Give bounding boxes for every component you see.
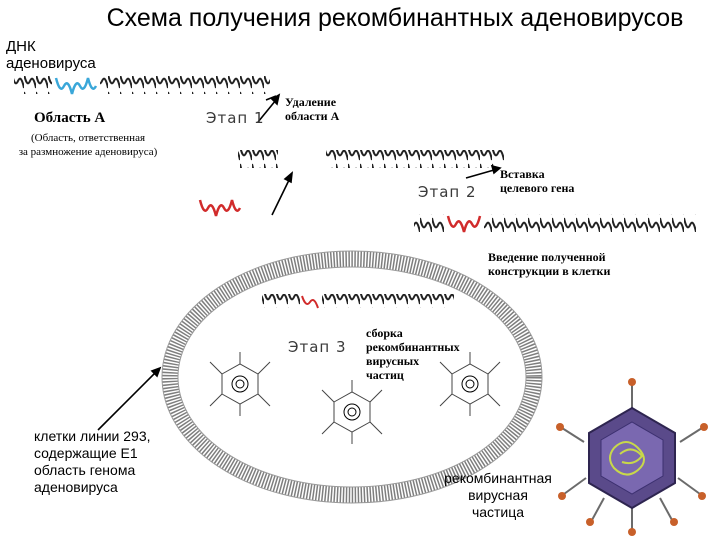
dna-in-cell (262, 294, 454, 309)
stage2-label: Этап 2 (418, 183, 477, 201)
stage3-note-line2: рекомбинантных (366, 340, 460, 354)
dna-label: ДНК аденовируса (6, 38, 96, 72)
arrow-stage1 (257, 99, 277, 123)
cells-note: клетки линии 293, содержащие Е1 область … (34, 428, 151, 496)
cell-membrane (162, 251, 542, 503)
arrow-stage2-b (465, 169, 495, 179)
particle-label-line1: рекомбинантная (444, 470, 552, 486)
stage2-note-line1: Вставка (500, 167, 545, 181)
region-a-description: (Область, ответственная за размножение а… (4, 131, 172, 159)
stage3-note-line4: частиц (366, 368, 404, 382)
cells-note-line2: содержащие Е1 (34, 445, 138, 461)
target-gene-segment (198, 199, 242, 217)
stage3-note: сборка рекомбинантных вирусных частиц (366, 326, 460, 382)
cells-note-line3: область генома (34, 462, 136, 478)
introduction-note: Введение полученной конструкции в клетки (488, 250, 610, 278)
stage1-note-line1: Удаление (285, 95, 337, 109)
dna-fragment-long (326, 150, 504, 168)
introduction-note-line1: Введение полученной (488, 250, 606, 264)
stage1-label: Этап 1 (206, 109, 265, 127)
region-a-description-line2: за размножение аденовируса) (18, 146, 158, 158)
dna-label-line2: аденовируса (6, 55, 96, 72)
region-a-description-line1: (Область, ответственная (30, 132, 146, 144)
diagram-title: Схема получения рекомбинантных аденовиру… (106, 4, 684, 32)
stage3-note-line1: сборка (366, 326, 403, 340)
introduction-note-line2: конструкции в клетки (488, 264, 611, 278)
arrow-cells (97, 371, 157, 431)
dna-recombinant (414, 214, 696, 233)
stage3-note-line3: вирусных (366, 354, 420, 368)
stage3-label: Этап 3 (288, 338, 347, 356)
particle-label-line2: вирусная (468, 487, 528, 503)
particle-label: рекомбинантная вирусная частица (428, 470, 568, 521)
dna-fragment-small (238, 150, 278, 168)
dna-label-line1: ДНК (6, 38, 36, 55)
stage2-note: Вставка целевого гена (500, 167, 574, 195)
arrow-stage2-a (271, 177, 291, 216)
region-a-label: Область А (34, 110, 106, 126)
dna-strand-full (14, 76, 270, 95)
stage1-note: Удаление области А (285, 95, 339, 123)
cells-note-line4: аденовируса (34, 479, 118, 495)
virus-particle-illustration (556, 378, 708, 536)
stage1-note-line2: области А (285, 109, 340, 123)
region-a-segment (54, 77, 98, 95)
cells-note-line1: клетки линии 293, (34, 428, 151, 444)
particle-label-line3: частица (471, 504, 525, 520)
stage2-note-line2: целевого гена (500, 181, 575, 195)
virion-sketches (209, 352, 501, 444)
